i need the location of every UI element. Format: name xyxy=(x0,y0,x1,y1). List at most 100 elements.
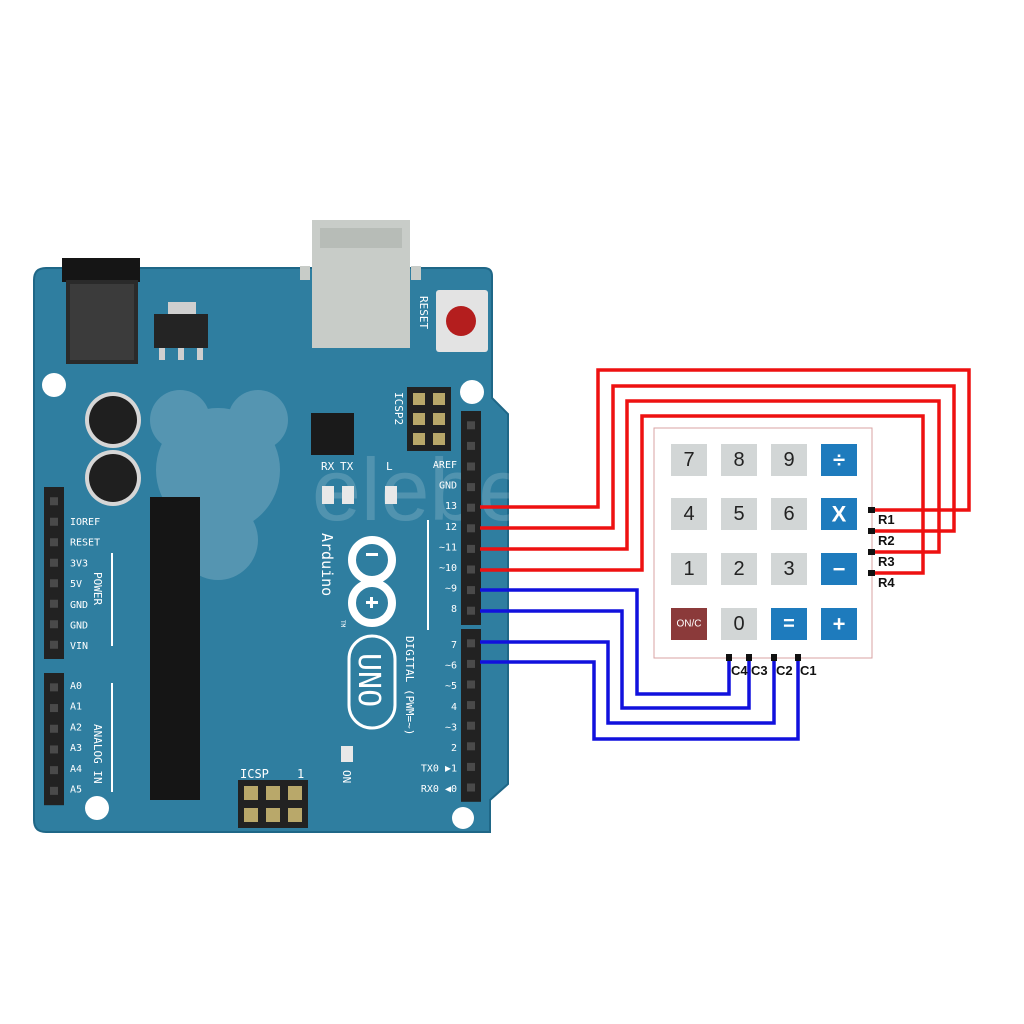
keypad-key[interactable]: + xyxy=(821,608,857,640)
row-pin-label: R4 xyxy=(878,575,895,590)
key-face xyxy=(721,553,757,585)
key-label: − xyxy=(833,557,846,582)
keypad-key[interactable]: ÷ xyxy=(821,444,857,476)
header-socket xyxy=(467,544,475,553)
row-pin-label: R1 xyxy=(878,512,895,527)
keypad-key[interactable]: ON/C xyxy=(671,608,707,640)
pin-label: IOREF xyxy=(70,517,100,528)
header-socket xyxy=(50,599,58,608)
analog-section-label: ANALOG IN xyxy=(91,724,104,784)
key-label: = xyxy=(783,613,795,635)
column-pin-label: C1 xyxy=(800,663,817,678)
column-pin xyxy=(771,654,777,661)
pin-label: A1 xyxy=(70,702,82,713)
pin-label: 7 xyxy=(451,640,457,651)
key-label: 9 xyxy=(783,449,794,471)
column-wire xyxy=(480,640,776,725)
header-socket xyxy=(467,586,475,595)
header-socket xyxy=(50,497,58,506)
keypad-key[interactable]: 8 xyxy=(721,444,757,476)
icsp-pin xyxy=(244,808,258,822)
uno-text: UNO xyxy=(351,653,386,707)
arduino-board: RESET elebertic ICSP2 ICSP 1 TX RX xyxy=(33,220,645,833)
keypad-key[interactable]: 2 xyxy=(721,553,757,585)
pin-label: 8 xyxy=(451,604,457,615)
pin-label: 2 xyxy=(451,743,457,754)
row-wire xyxy=(480,414,925,575)
key-label: X xyxy=(832,502,847,527)
keypad-key[interactable]: 4 xyxy=(671,498,707,530)
header-body xyxy=(44,673,64,806)
column-pin-label: C4 xyxy=(731,663,748,678)
keypad-key[interactable]: 7 xyxy=(671,444,707,476)
key-label: ÷ xyxy=(833,448,845,473)
keypad-key[interactable]: 1 xyxy=(671,553,707,585)
header-socket xyxy=(467,441,475,450)
key-face xyxy=(671,608,707,640)
key-face xyxy=(771,553,807,585)
capacitor xyxy=(85,392,141,448)
column-wire xyxy=(480,658,800,741)
key-label: 1 xyxy=(683,558,694,580)
column-pin xyxy=(746,654,752,661)
pin-label: RX0 ◀0 xyxy=(421,784,457,795)
keypad-key[interactable]: 9 xyxy=(771,444,807,476)
header-socket xyxy=(467,606,475,615)
key-face xyxy=(771,498,807,530)
usb-chip xyxy=(311,413,354,455)
keypad-key[interactable]: 6 xyxy=(771,498,807,530)
l-led xyxy=(385,486,397,504)
icsp-pin xyxy=(413,413,425,425)
header-socket xyxy=(50,745,58,754)
pin-label: A4 xyxy=(70,764,82,775)
key-label: 6 xyxy=(783,503,794,525)
keypad-key[interactable]: X xyxy=(821,498,857,530)
column-wire xyxy=(480,588,731,696)
pin-label: ~10 xyxy=(439,563,457,574)
analog-header xyxy=(44,673,64,806)
reset-label: RESET xyxy=(417,296,430,329)
power-section-label: POWER xyxy=(91,572,104,605)
pin-label: A5 xyxy=(70,785,82,796)
keypad-key[interactable]: 3 xyxy=(771,553,807,585)
key-face xyxy=(671,444,707,476)
reset-button[interactable] xyxy=(436,290,488,352)
key-label: ON/C xyxy=(677,619,702,630)
column-pin xyxy=(795,654,801,661)
key-face xyxy=(821,444,857,476)
icsp-pin xyxy=(433,413,445,425)
pin-label: ~6 xyxy=(445,661,457,672)
tx-led xyxy=(342,486,354,504)
key-label: 2 xyxy=(733,558,744,580)
keypad-key[interactable]: − xyxy=(821,553,857,585)
key-label: 3 xyxy=(783,558,794,580)
header-socket xyxy=(50,558,58,567)
keypad-key[interactable]: 5 xyxy=(721,498,757,530)
tx-led-label: TX xyxy=(340,460,354,473)
key-label: 7 xyxy=(683,449,694,471)
header-socket xyxy=(467,639,475,648)
power-header xyxy=(44,487,64,659)
header-socket xyxy=(467,742,475,751)
row-pin-label: R3 xyxy=(878,554,895,569)
key-label: + xyxy=(833,612,846,637)
row-pin xyxy=(868,507,875,513)
icsp2-label: ICSP2 xyxy=(392,392,405,425)
icsp2-header xyxy=(407,387,451,451)
header-socket xyxy=(467,462,475,471)
header-socket xyxy=(467,524,475,533)
keypad-key[interactable]: 0 xyxy=(721,608,757,640)
header-socket xyxy=(50,579,58,588)
microcontroller-chip xyxy=(150,497,200,800)
icsp-header xyxy=(238,780,308,828)
icsp-pin xyxy=(244,786,258,800)
key-label: 8 xyxy=(733,449,744,471)
keypad-key[interactable]: = xyxy=(771,608,807,640)
pin-label: ~11 xyxy=(439,542,457,553)
header-socket xyxy=(467,421,475,430)
